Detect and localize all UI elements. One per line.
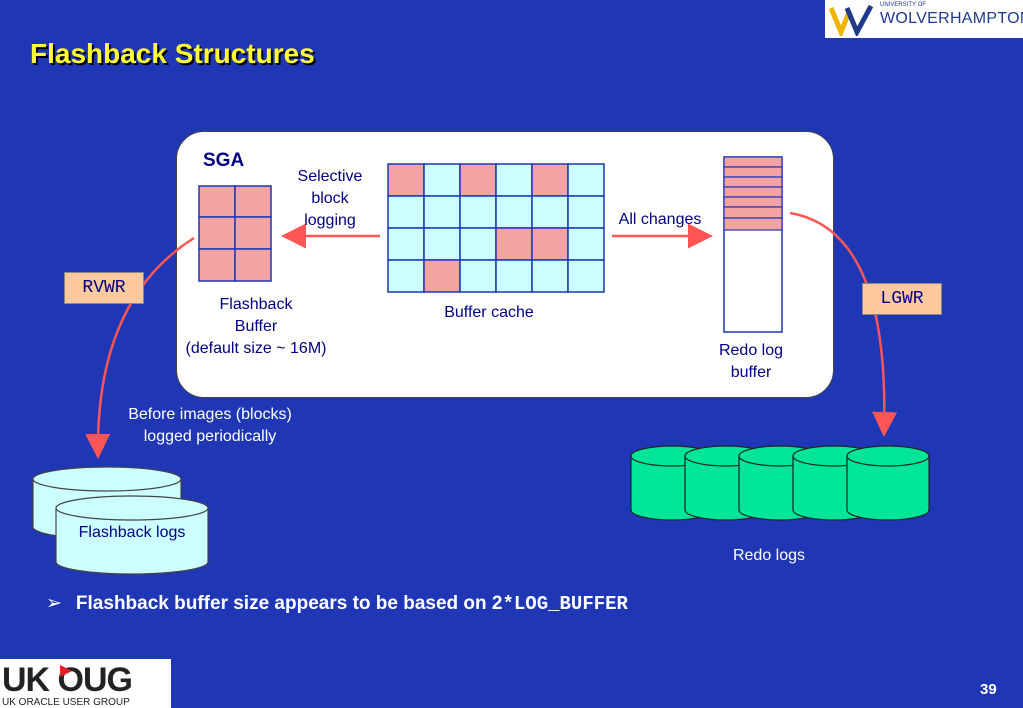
buffer-cache-block <box>459 195 497 229</box>
buffer-cache-block <box>567 163 605 197</box>
redo-logs-label: Redo logs <box>732 547 806 564</box>
university-logo: UNIVERSITY OF WOLVERHAMPTON <box>825 0 1023 38</box>
selective-logging-label: Selective block logging <box>297 168 363 229</box>
buffer-cache-block <box>531 163 569 197</box>
ukoug-logo-subtitle: UK ORACLE USER GROUP <box>2 697 130 708</box>
bullet-arrow-icon: ➢ <box>46 593 62 614</box>
lgwr-arrow <box>789 211 898 437</box>
buffer-cache-block <box>567 259 605 293</box>
rvwr-arrow <box>85 236 195 459</box>
buffer-cache-block <box>531 259 569 293</box>
buffer-cache-block <box>531 227 569 261</box>
bullet-text: Flashback buffer size appears to be base… <box>75 593 503 614</box>
buffer-cache-block <box>387 259 425 293</box>
lgwr-process-box: LGWR <box>862 283 942 315</box>
redo-log-buffer-graphic <box>723 156 783 333</box>
ukoug-logo: UK OUG UK ORACLE USER GROUP <box>0 659 171 708</box>
ukoug-logo-text: UK OUG <box>2 661 133 699</box>
redo-log-cylinder-top <box>846 445 930 467</box>
buffer-cache-label: Buffer cache <box>444 304 534 321</box>
flashback-buffer-grid <box>198 185 272 282</box>
buffer-cache-block <box>531 195 569 229</box>
before-images-label: Before images (blocks) logged periodical… <box>128 406 292 445</box>
university-emblem-icon <box>828 4 874 36</box>
ukoug-flag-icon <box>60 665 72 677</box>
buffer-cache-block <box>459 163 497 197</box>
buffer-cache-block <box>459 259 497 293</box>
flashback-buffer-label: Flashback Buffer (default size ~ 16M) <box>185 296 327 357</box>
slide-title: Flashback Structures <box>30 38 315 69</box>
redo-logs-cylinders <box>630 445 930 521</box>
page-number: 39 <box>980 681 997 698</box>
bullet-code: *LOG_BUFFER <box>502 593 628 615</box>
buffer-cache-block <box>423 227 461 261</box>
flashback-logs-label: Flashback logs <box>78 524 186 541</box>
buffer-cache-block <box>567 195 605 229</box>
buffer-cache-grid <box>387 163 605 293</box>
rvwr-process-box: RVWR <box>64 272 144 304</box>
buffer-cache-block <box>495 259 533 293</box>
buffer-cache-block <box>495 227 533 261</box>
university-logo-text: WOLVERHAMPTON <box>880 10 1023 27</box>
buffer-cache-block <box>423 163 461 197</box>
buffer-cache-block <box>567 227 605 261</box>
buffer-cache-block <box>387 227 425 261</box>
sga-label: SGA <box>203 150 245 171</box>
bullet-point: ➢ Flashback buffer size appears to be bas… <box>46 592 628 615</box>
redo-log-buffer-label: Redo log buffer <box>718 342 784 381</box>
all-changes-label: All changes <box>618 211 702 228</box>
buffer-cache-block <box>387 163 425 197</box>
buffer-cache-block <box>423 259 461 293</box>
buffer-cache-block <box>423 195 461 229</box>
buffer-cache-block <box>495 195 533 229</box>
flashback-logs-cylinders <box>32 466 209 575</box>
buffer-cache-block <box>495 163 533 197</box>
buffer-cache-block <box>459 227 497 261</box>
redo-log-cylinder <box>846 456 930 521</box>
buffer-cache-block <box>387 195 425 229</box>
university-logo-small-text: UNIVERSITY OF <box>880 2 926 8</box>
